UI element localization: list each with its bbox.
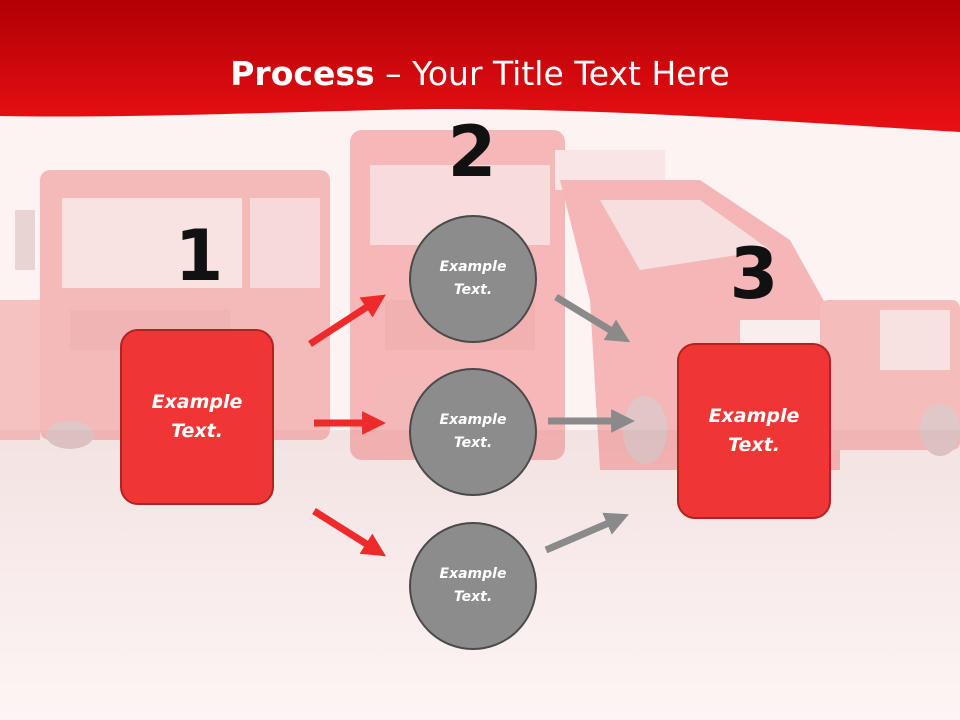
red-arrow-down — [312, 508, 387, 557]
gray-arrow-down — [554, 294, 631, 343]
red-arrow-up — [308, 294, 386, 347]
title-rest: – Your Title Text Here — [374, 54, 730, 93]
gray-arrow-up — [544, 512, 629, 554]
step-number-3: 3 — [729, 233, 779, 315]
step-number-1: 1 — [174, 215, 224, 297]
circle-middle-label: Example Text. — [439, 412, 507, 451]
slide-title: Process – Your Title Text Here — [0, 52, 960, 96]
circle-bottom-label: Example Text. — [439, 566, 507, 605]
circle-top: Example Text. — [409, 215, 537, 343]
step-box-right: Example Text. — [677, 343, 831, 519]
circle-bottom: Example Text. — [409, 522, 537, 650]
step-box-right-label: Example Text. — [708, 405, 800, 456]
step-box-left: Example Text. — [120, 329, 274, 505]
step-number-2: 2 — [447, 111, 497, 193]
title-bold: Process — [230, 54, 375, 93]
circle-top-label: Example Text. — [439, 259, 507, 298]
circle-middle: Example Text. — [409, 368, 537, 496]
step-box-left-label: Example Text. — [151, 391, 243, 442]
